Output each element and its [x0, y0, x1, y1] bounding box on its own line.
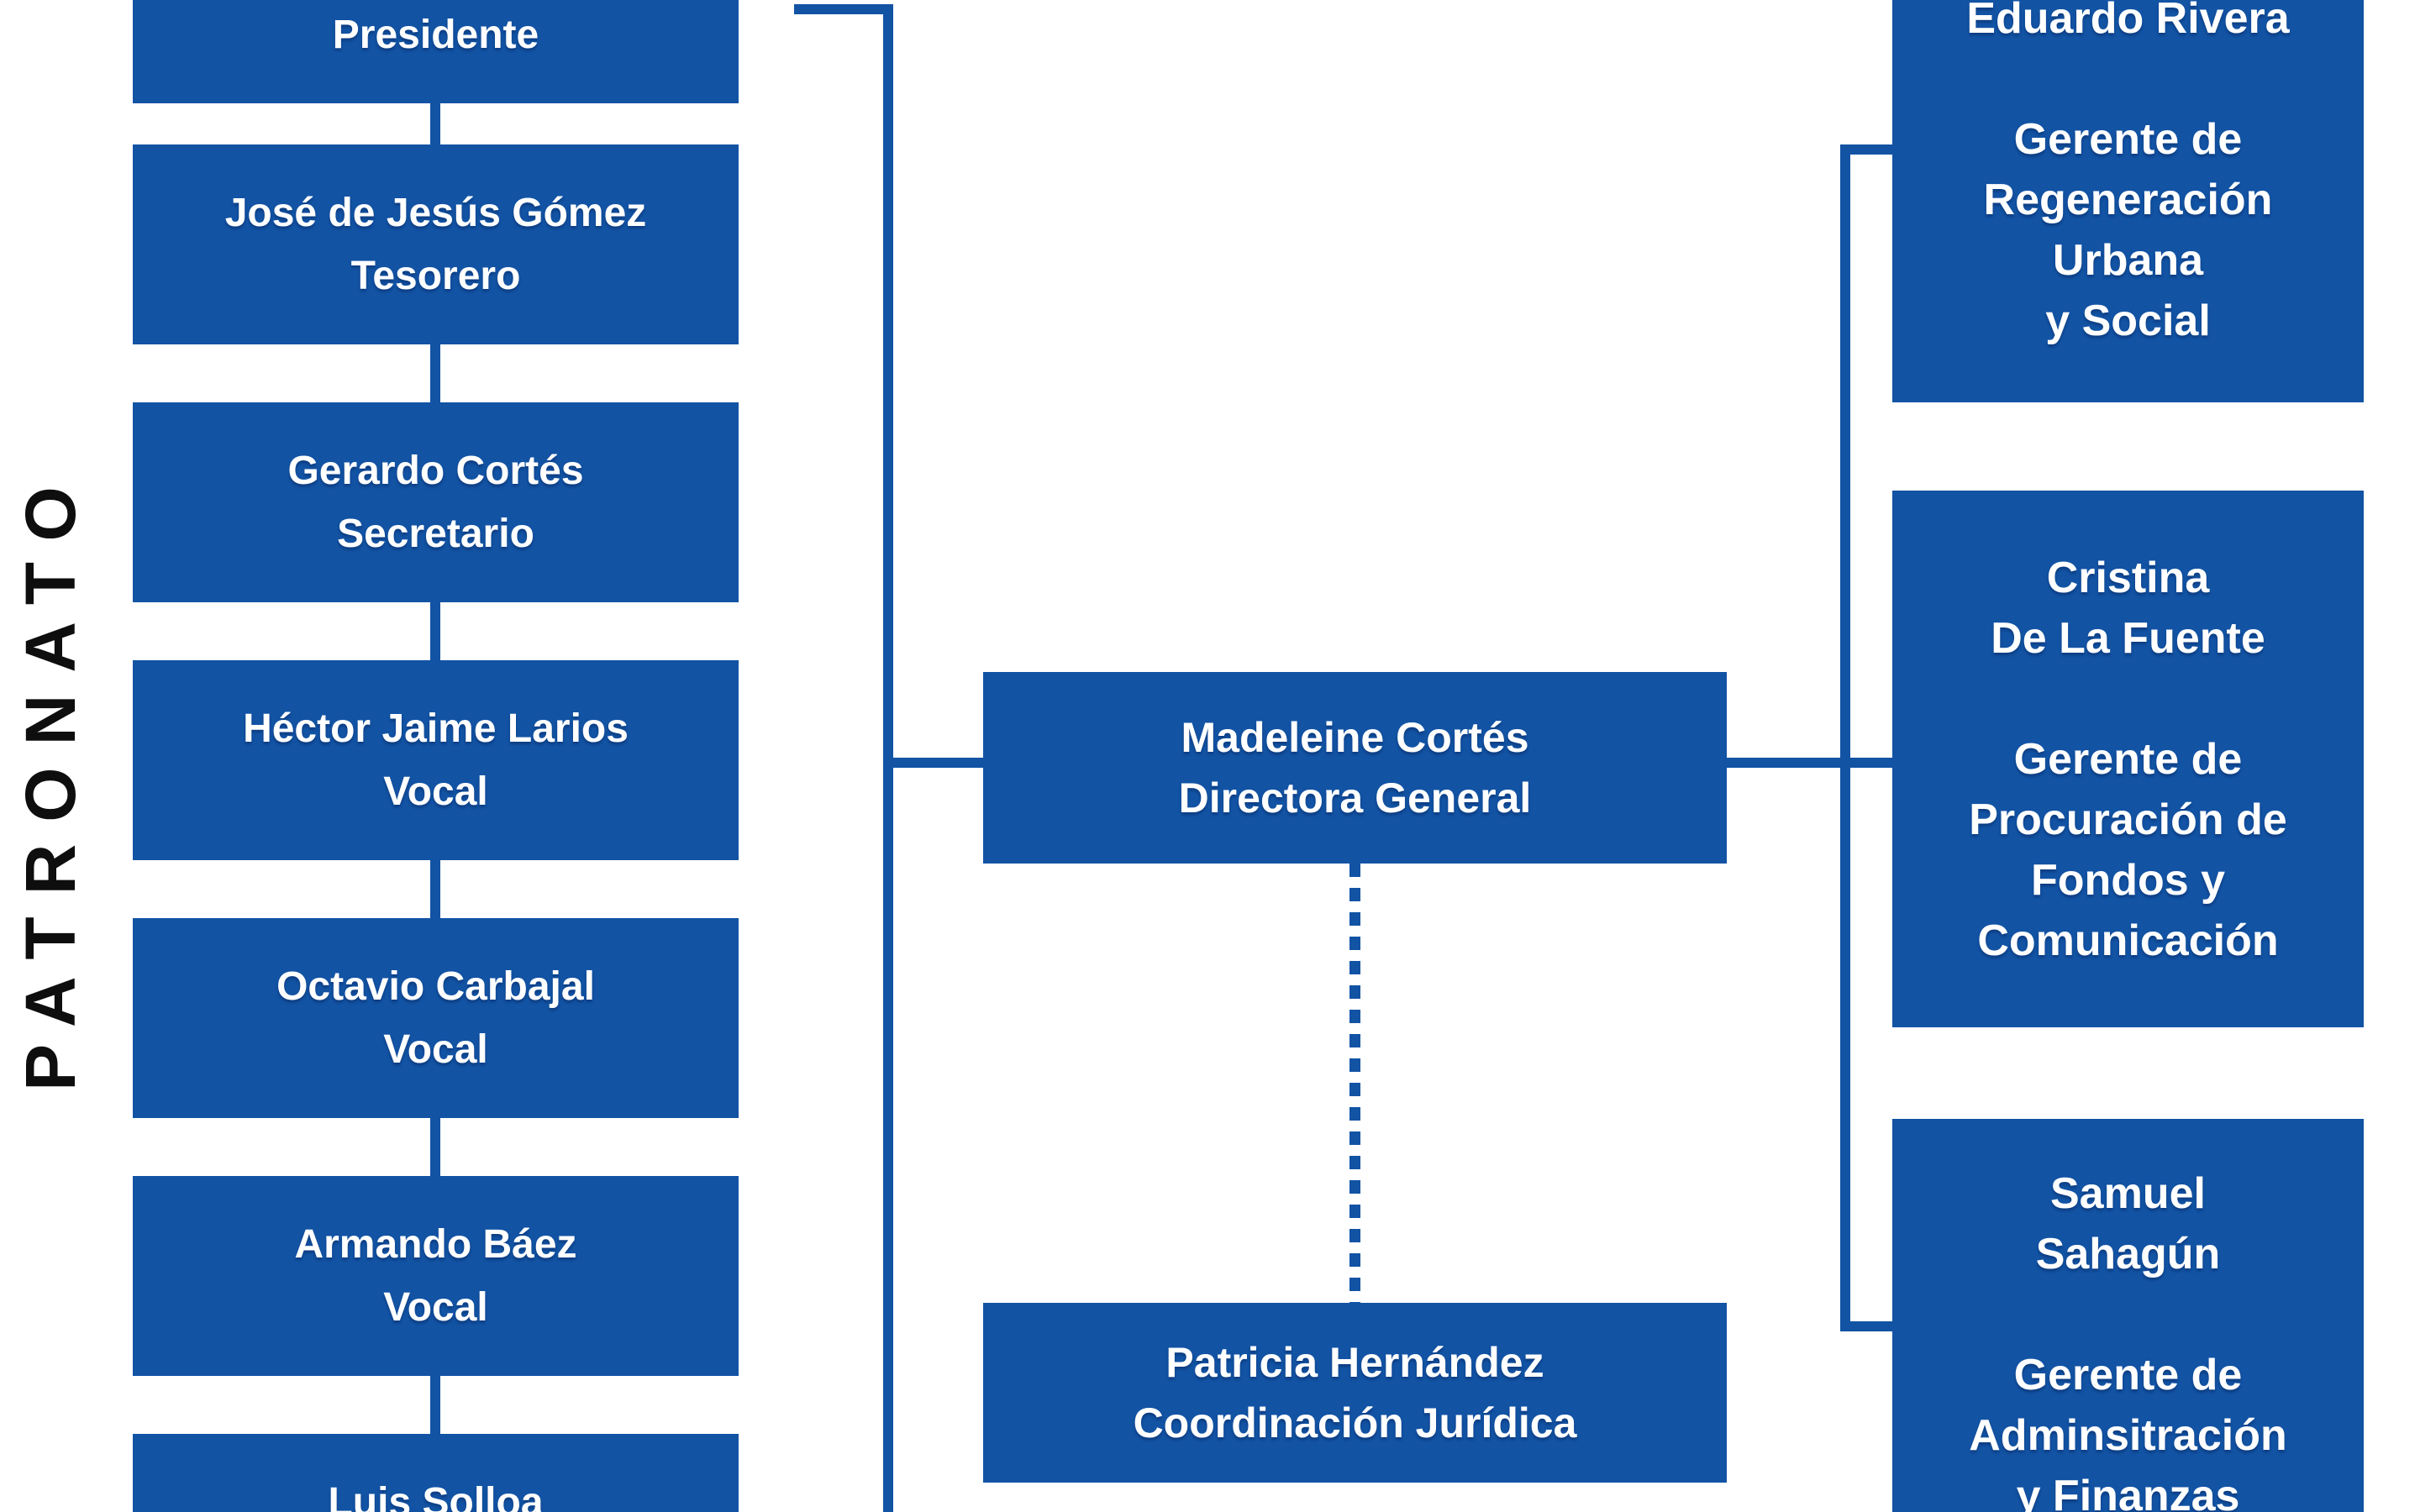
box-text-line: Gerardo Cortés — [287, 449, 584, 493]
box-text-line: Procuración de — [1969, 795, 2287, 844]
box-text-line: Patricia Hernández — [1165, 1339, 1544, 1386]
connector-right-trunk — [1840, 144, 1850, 1331]
box-text-line: Armando Báez — [294, 1222, 577, 1267]
box-text-line: Vocal — [383, 1285, 488, 1330]
box-text-line: Eduardo Rivera — [1966, 0, 2290, 43]
connector-top-elbow-stub — [794, 4, 893, 14]
box-text-line: Gerente de — [2013, 1351, 2243, 1399]
box-text-line: Presidente — [332, 13, 539, 57]
box-text-line: y Finanzas — [2016, 1472, 2240, 1512]
connector-dotted-juridica — [1349, 864, 1360, 1303]
box-text-line: Vocal — [383, 769, 488, 814]
box-text-line: Gerente de — [2013, 115, 2243, 164]
org-box-presidente: Presidente — [133, 0, 739, 103]
box-text-line: Urbana — [2052, 236, 2204, 285]
box-text-line: Vocal — [383, 1027, 488, 1072]
box-text-line: Sahagún — [2035, 1230, 2221, 1278]
connector-left-link-3 — [430, 602, 440, 660]
connector-right-spur-bottom — [1850, 1321, 1892, 1331]
box-text-line: Comunicación — [1977, 916, 2279, 965]
box-text-line: Directora General — [1178, 774, 1532, 822]
connector-left-link-4 — [430, 860, 440, 918]
box-text-line: Octavio Carbajal — [276, 964, 595, 1009]
box-text-line: Luis Solloa — [328, 1480, 544, 1512]
connector-left-link-6 — [430, 1376, 440, 1434]
box-text-line: Coordinación Jurídica — [1133, 1399, 1577, 1446]
box-text-line: De La Fuente — [1991, 613, 2265, 663]
box-text-line: Adminsitración — [1969, 1411, 2287, 1460]
org-box-luis-solloa: Luis Solloa — [133, 1434, 739, 1512]
box-text-line: Gerente de — [2013, 734, 2243, 784]
connector-left-link-2 — [430, 344, 440, 402]
box-text-line: Cristina — [2046, 553, 2210, 602]
box-text-line: Samuel — [2050, 1169, 2206, 1218]
connector-left-link-5 — [430, 1118, 440, 1176]
box-text-line: Madeleine Cortés — [1181, 714, 1529, 761]
box-text-line: Héctor Jaime Larios — [243, 706, 629, 751]
box-text-line: y Social — [2045, 297, 2211, 345]
box-text-line: José de Jesús Gómez — [224, 191, 647, 235]
patronato-side-label: PATRONATO — [10, 465, 90, 1091]
connector-left-trunk — [883, 4, 893, 1512]
connector-director-right — [1727, 758, 1892, 768]
box-text-line: Regeneración — [1983, 176, 2273, 224]
box-text-line: Secretario — [337, 512, 534, 556]
connector-left-link-1 — [430, 103, 440, 144]
box-text-line: Tesorero — [350, 254, 521, 298]
connector-director-left — [893, 758, 983, 768]
box-text-line: Fondos y — [2030, 855, 2226, 905]
connector-right-spur-top — [1850, 144, 1892, 155]
